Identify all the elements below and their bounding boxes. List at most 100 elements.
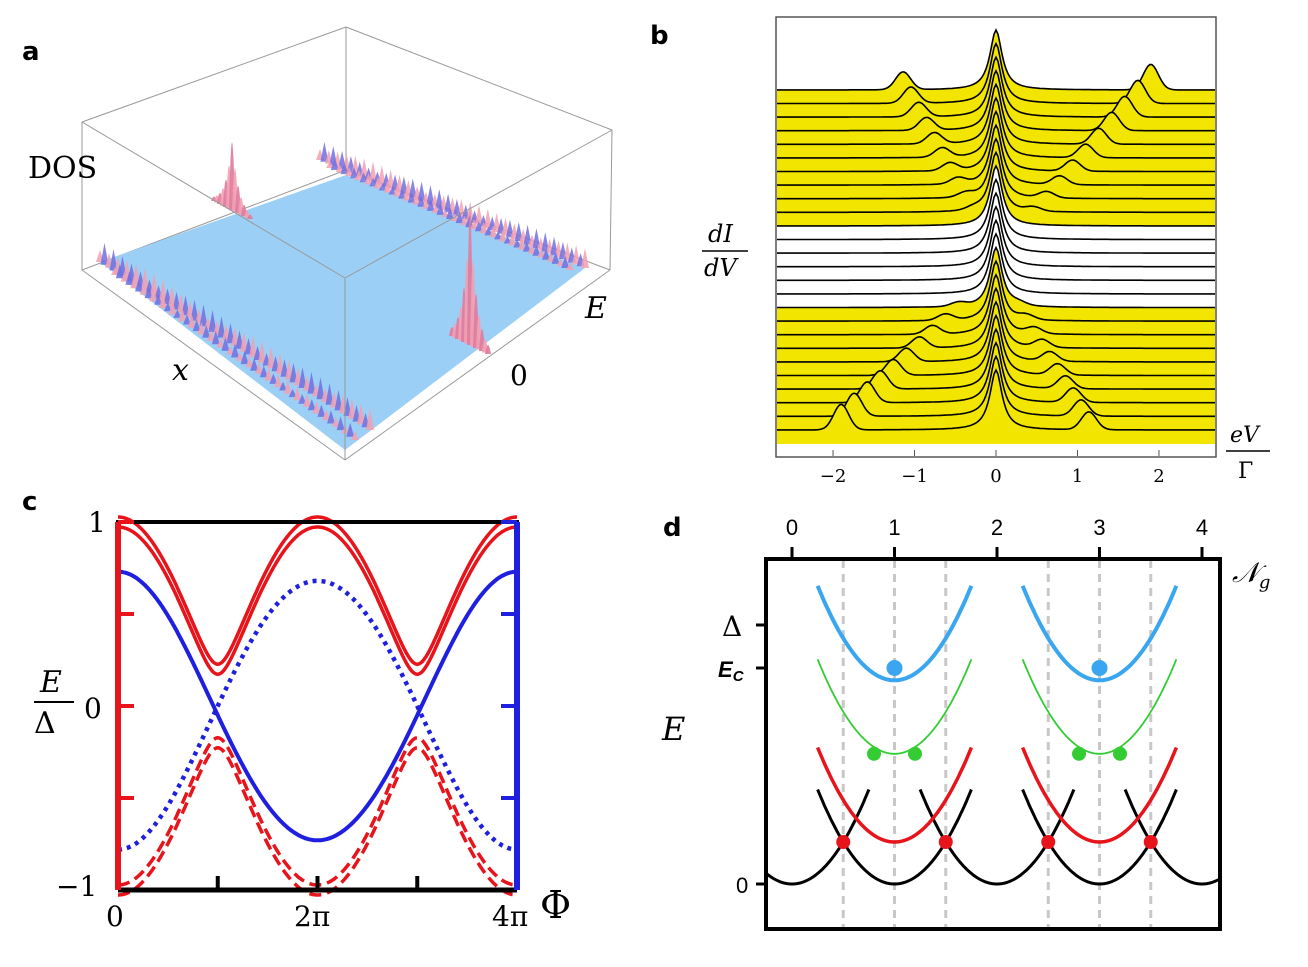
xtick-2pi: 2π bbox=[294, 900, 330, 933]
ridge-front-left-2 bbox=[111, 264, 359, 440]
red-upper-line bbox=[118, 525, 517, 676]
ridge-spike bbox=[267, 346, 275, 369]
ridge-spike bbox=[335, 164, 344, 173]
ridge-spike bbox=[327, 410, 335, 424]
trace-line bbox=[777, 245, 1215, 309]
dashed-guides bbox=[841, 560, 1153, 928]
ridge-spike bbox=[566, 262, 574, 270]
trace-line bbox=[777, 327, 1215, 390]
ridge-spike bbox=[399, 176, 408, 195]
ridge-spike bbox=[331, 417, 340, 427]
xtick-0: 0 bbox=[106, 900, 124, 933]
panel-letter-d: d bbox=[663, 513, 682, 543]
ridge-spike bbox=[274, 373, 283, 388]
trace-line bbox=[777, 354, 1215, 418]
xlabel-evgamma: eV Γ bbox=[1226, 423, 1270, 484]
ridge-spike bbox=[527, 242, 536, 254]
ridge-spike bbox=[312, 401, 321, 414]
ridge-spike bbox=[258, 340, 266, 363]
ridge-spike bbox=[532, 228, 541, 249]
blue-solid bbox=[118, 569, 517, 843]
ylabel-numerator: E bbox=[39, 665, 62, 700]
ytick-ec-sub: C bbox=[733, 668, 745, 685]
trace-line bbox=[777, 109, 1215, 173]
trace-line bbox=[777, 28, 1215, 91]
trace-line bbox=[777, 164, 1215, 227]
ridge-spike bbox=[359, 172, 368, 183]
ridge-spike bbox=[484, 226, 493, 236]
frame bbox=[775, 16, 1217, 458]
ridge-spike bbox=[192, 319, 201, 332]
ridge-spike bbox=[351, 431, 359, 440]
ridge-spike bbox=[240, 350, 249, 365]
tick-label: 3 bbox=[1093, 515, 1105, 540]
ridge-spike bbox=[494, 231, 502, 240]
ridge-spike bbox=[377, 165, 386, 186]
ridge-spike bbox=[298, 393, 307, 404]
ridge-spike bbox=[417, 181, 426, 202]
ridge-spike bbox=[199, 304, 208, 327]
ridge-spike bbox=[346, 422, 355, 437]
frame bbox=[764, 557, 1222, 931]
trace-line bbox=[777, 259, 1215, 322]
xlabel-ng: 𝒩g bbox=[1232, 556, 1270, 593]
ridge-spike bbox=[293, 386, 302, 401]
black-parabola bbox=[1228, 790, 1308, 885]
ridge-spike bbox=[446, 207, 454, 219]
ridge-spike bbox=[207, 329, 215, 341]
ridge-spike bbox=[542, 248, 550, 260]
ridge-spike bbox=[334, 389, 343, 411]
ridge-spike bbox=[388, 187, 397, 195]
ridge-spike bbox=[259, 365, 268, 378]
peak-right bbox=[449, 210, 491, 354]
red-dot bbox=[938, 835, 953, 849]
ridge-spike bbox=[412, 194, 421, 205]
edge bbox=[81, 269, 346, 461]
ridge-spike bbox=[369, 177, 378, 187]
ridge-spike bbox=[360, 158, 369, 178]
ridge-spike bbox=[173, 309, 182, 318]
trace-fill bbox=[777, 370, 1215, 444]
ridge-spike bbox=[245, 356, 254, 368]
green-dot bbox=[908, 746, 922, 761]
ridge-spike bbox=[518, 238, 526, 250]
ridge-spike bbox=[498, 229, 507, 242]
tick-label: −1 bbox=[901, 466, 928, 487]
trace-line bbox=[777, 123, 1215, 186]
ridge-spike bbox=[307, 371, 316, 394]
ridge-spike bbox=[168, 300, 177, 315]
ridge-spike bbox=[197, 322, 206, 335]
ridge-spike bbox=[283, 379, 292, 394]
ridge-spike bbox=[393, 184, 402, 197]
ridge-spike bbox=[172, 291, 181, 310]
ridge-spike bbox=[513, 239, 522, 248]
trace-line bbox=[777, 177, 1215, 241]
ridge-spike bbox=[514, 221, 523, 241]
ridge-spike bbox=[383, 180, 392, 193]
crossing-points bbox=[836, 660, 1158, 849]
xlabel-denominator: Γ bbox=[1238, 459, 1253, 484]
trace-line bbox=[777, 96, 1215, 159]
ridge-spike bbox=[144, 286, 153, 299]
lightblue-parabola bbox=[815, 585, 974, 683]
ylabel-denominator: Δ bbox=[34, 706, 56, 741]
ridge-spike bbox=[503, 236, 512, 244]
ridge-spike bbox=[139, 282, 148, 295]
trace-line bbox=[777, 204, 1215, 268]
tick-label: 0 bbox=[990, 466, 1001, 487]
red-parabola bbox=[1020, 746, 1179, 844]
box-front-edges bbox=[81, 121, 613, 461]
edge bbox=[81, 121, 346, 279]
ridge-spike bbox=[149, 288, 158, 302]
tick-label: 0 bbox=[786, 515, 798, 540]
ridge-spike bbox=[303, 393, 311, 407]
tick-label: 4 bbox=[1196, 515, 1208, 540]
xlabel-x: x bbox=[172, 353, 189, 388]
ridge-spike bbox=[250, 357, 259, 371]
red-parabola bbox=[815, 746, 974, 844]
red-dot bbox=[1041, 835, 1056, 849]
ridge-spike bbox=[317, 404, 326, 417]
ridge-spike bbox=[417, 195, 426, 207]
ridge-spike bbox=[330, 158, 339, 171]
ridge-spike bbox=[460, 216, 469, 226]
